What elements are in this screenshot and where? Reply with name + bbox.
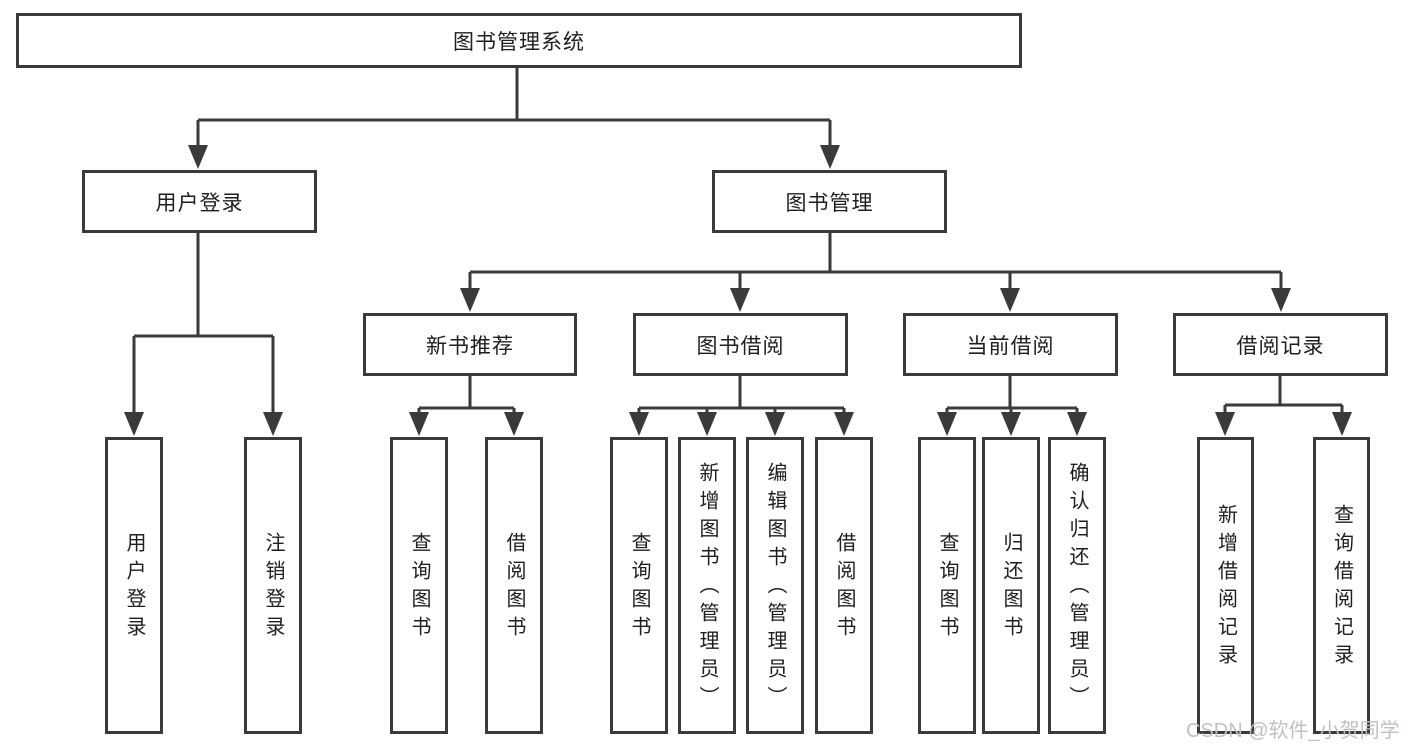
- leaf-query-books-recommend: 查询图书: [390, 437, 448, 734]
- leaf-query-books-current: 查询图书: [918, 437, 976, 734]
- node-current-borrowing: 当前借阅: [903, 313, 1118, 376]
- leaf-user-login: 用户登录: [105, 437, 163, 734]
- watermark: CSDN @软件_小贺同学: [1186, 720, 1400, 742]
- leaf-edit-book-admin: 编辑图书（管理员）: [746, 437, 804, 734]
- leaf-add-book-admin: 新增图书（管理员）: [678, 437, 736, 734]
- leaf-borrow-books-recommend: 借阅图书: [485, 437, 543, 734]
- leaf-logout: 注销登录: [244, 437, 302, 734]
- node-borrowing-records: 借阅记录: [1173, 313, 1388, 376]
- node-book-borrowing: 图书借阅: [633, 313, 848, 376]
- leaf-confirm-return-admin: 确认归还（管理员）: [1048, 437, 1106, 734]
- leaf-borrow-books-2: 借阅图书: [815, 437, 873, 734]
- leaf-query-books-borrow: 查询图书: [610, 437, 668, 734]
- leaf-return-books: 归还图书: [982, 437, 1040, 734]
- node-user-login: 用户登录: [82, 170, 317, 233]
- node-library-management-system: 图书管理系统: [16, 13, 1022, 68]
- node-new-book-recommendation: 新书推荐: [363, 313, 577, 376]
- node-book-management: 图书管理: [712, 170, 947, 233]
- leaf-add-borrow-record: 新增借阅记录: [1197, 437, 1254, 734]
- leaf-query-borrow-record: 查询借阅记录: [1313, 437, 1370, 734]
